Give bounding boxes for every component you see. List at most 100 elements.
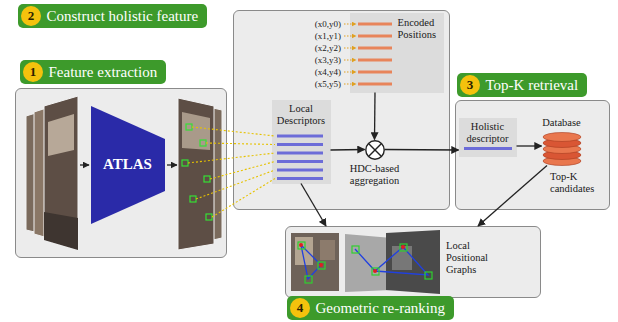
keypoint-box xyxy=(200,140,206,146)
image-detail xyxy=(295,237,313,265)
graph-dots xyxy=(299,243,405,273)
module-panel: Encoded PositionsLocal DescriptorsHDC-ba… xyxy=(233,10,450,210)
image-frame xyxy=(178,98,214,250)
graph-dot xyxy=(319,263,323,267)
operator-cross xyxy=(368,143,381,156)
network-name: ATLAS xyxy=(103,156,152,173)
text-holder: Holistic descriptor xyxy=(459,121,517,145)
position-bar xyxy=(358,59,392,62)
keypoint-box xyxy=(352,246,359,253)
keypoint-box xyxy=(206,214,212,220)
text-holder: Local Descriptors xyxy=(272,103,331,127)
descriptors-box: Local Descriptors xyxy=(272,100,331,184)
graph-dot xyxy=(373,269,377,273)
position-coordinate: (x4,y4) xyxy=(315,67,341,77)
candidate-image xyxy=(386,230,440,294)
keypoint-box xyxy=(298,242,305,249)
connector xyxy=(301,184,326,227)
connector xyxy=(517,145,542,146)
text-holder: (x3,y3) xyxy=(315,55,341,65)
leader-line xyxy=(192,127,275,136)
image-frame xyxy=(186,102,222,246)
encoding-arrow xyxy=(344,35,356,36)
descriptor-bar xyxy=(277,135,323,138)
operator-label: HDC-based aggregation xyxy=(345,163,405,187)
keypoint-box xyxy=(425,272,432,279)
descriptor-bar xyxy=(277,169,323,172)
connector xyxy=(374,93,376,140)
network-block: ATLAS xyxy=(91,106,165,224)
keypoint-box xyxy=(182,160,188,166)
leader-line xyxy=(196,170,275,199)
box-label: Local Descriptors xyxy=(277,103,325,127)
database-stack: Database xyxy=(542,132,582,166)
operator-cross xyxy=(368,143,381,156)
operator-circle xyxy=(365,140,383,158)
box-label: Holistic descriptor xyxy=(467,121,509,145)
text-holder: Construct holistic feature xyxy=(18,4,208,28)
feature-images xyxy=(178,98,222,250)
encoding-arrow xyxy=(344,47,356,48)
text-holder: (x4,y4) xyxy=(315,67,341,77)
image-detail xyxy=(182,112,210,150)
module-panel: Geometric re-ranking xyxy=(285,226,541,298)
text-holder: Top-K candidates xyxy=(550,171,604,195)
database-label: Database xyxy=(542,117,580,129)
query-image xyxy=(291,233,339,291)
connector-label: Top-K candidates xyxy=(550,171,604,195)
position-coordinate: (x0,y0) xyxy=(315,19,341,29)
step-heading: Top-K retrieval xyxy=(457,73,588,97)
text-holder: Geometric re-ranking xyxy=(287,296,455,320)
graph-dot xyxy=(401,245,405,249)
holistic-bar xyxy=(464,147,512,150)
position-bar xyxy=(358,35,392,38)
position-bar xyxy=(358,71,392,74)
keypoint-box xyxy=(186,124,192,130)
module-panel: Holistic descriptorDatabaseTop-K retriev… xyxy=(455,100,610,210)
descriptor-bar xyxy=(277,160,323,163)
network-trapezoid xyxy=(91,106,165,224)
reranking-images xyxy=(291,230,440,294)
keypoint-box xyxy=(190,196,196,202)
text-holder: (x2,y2) xyxy=(315,43,341,53)
leader-line xyxy=(212,179,275,218)
graph-edges xyxy=(301,245,321,279)
text-holder: ATLAS xyxy=(91,106,165,224)
connector xyxy=(331,149,365,151)
image-detail xyxy=(44,212,78,250)
descriptor-bar xyxy=(277,177,323,180)
position-coordinate: (x5,y5) xyxy=(315,79,341,89)
database-disk xyxy=(543,132,581,141)
text-holder: Encoded Positions xyxy=(398,17,437,41)
keypoint-box xyxy=(204,176,210,182)
database-stack-outline xyxy=(542,132,582,166)
position-bar xyxy=(358,47,392,50)
input-images xyxy=(26,96,78,250)
image-frame xyxy=(44,96,78,250)
image-detail xyxy=(320,240,335,260)
encoding-arrows xyxy=(344,24,356,84)
position-coordinate: (x3,y3) xyxy=(315,55,341,65)
step-heading: Geometric re-ranking xyxy=(287,296,455,320)
encoding-arrow xyxy=(344,59,356,60)
text-holder: HDC-based aggregation xyxy=(345,163,405,187)
connector xyxy=(478,166,547,227)
text-holder: (x5,y5) xyxy=(315,79,341,89)
box-label: Encoded Positions xyxy=(398,17,437,41)
step-heading: Construct holistic feature xyxy=(18,4,208,28)
image-frame xyxy=(34,103,62,242)
text-holder: Feature extraction xyxy=(20,60,167,84)
keypoint-box xyxy=(305,276,312,283)
keypoint-leaders xyxy=(188,127,275,217)
text-holder: Local Positional Graphs xyxy=(446,240,488,276)
image-frame xyxy=(26,108,52,236)
flow-arrow xyxy=(80,164,89,165)
position-bars xyxy=(358,23,392,86)
text-holder: (x1,y1) xyxy=(315,31,341,41)
encoding-arrow xyxy=(344,23,356,24)
leader-line xyxy=(210,162,275,180)
aggregation-operator: HDC-based aggregation xyxy=(365,140,385,160)
keypoint-box xyxy=(372,268,379,275)
